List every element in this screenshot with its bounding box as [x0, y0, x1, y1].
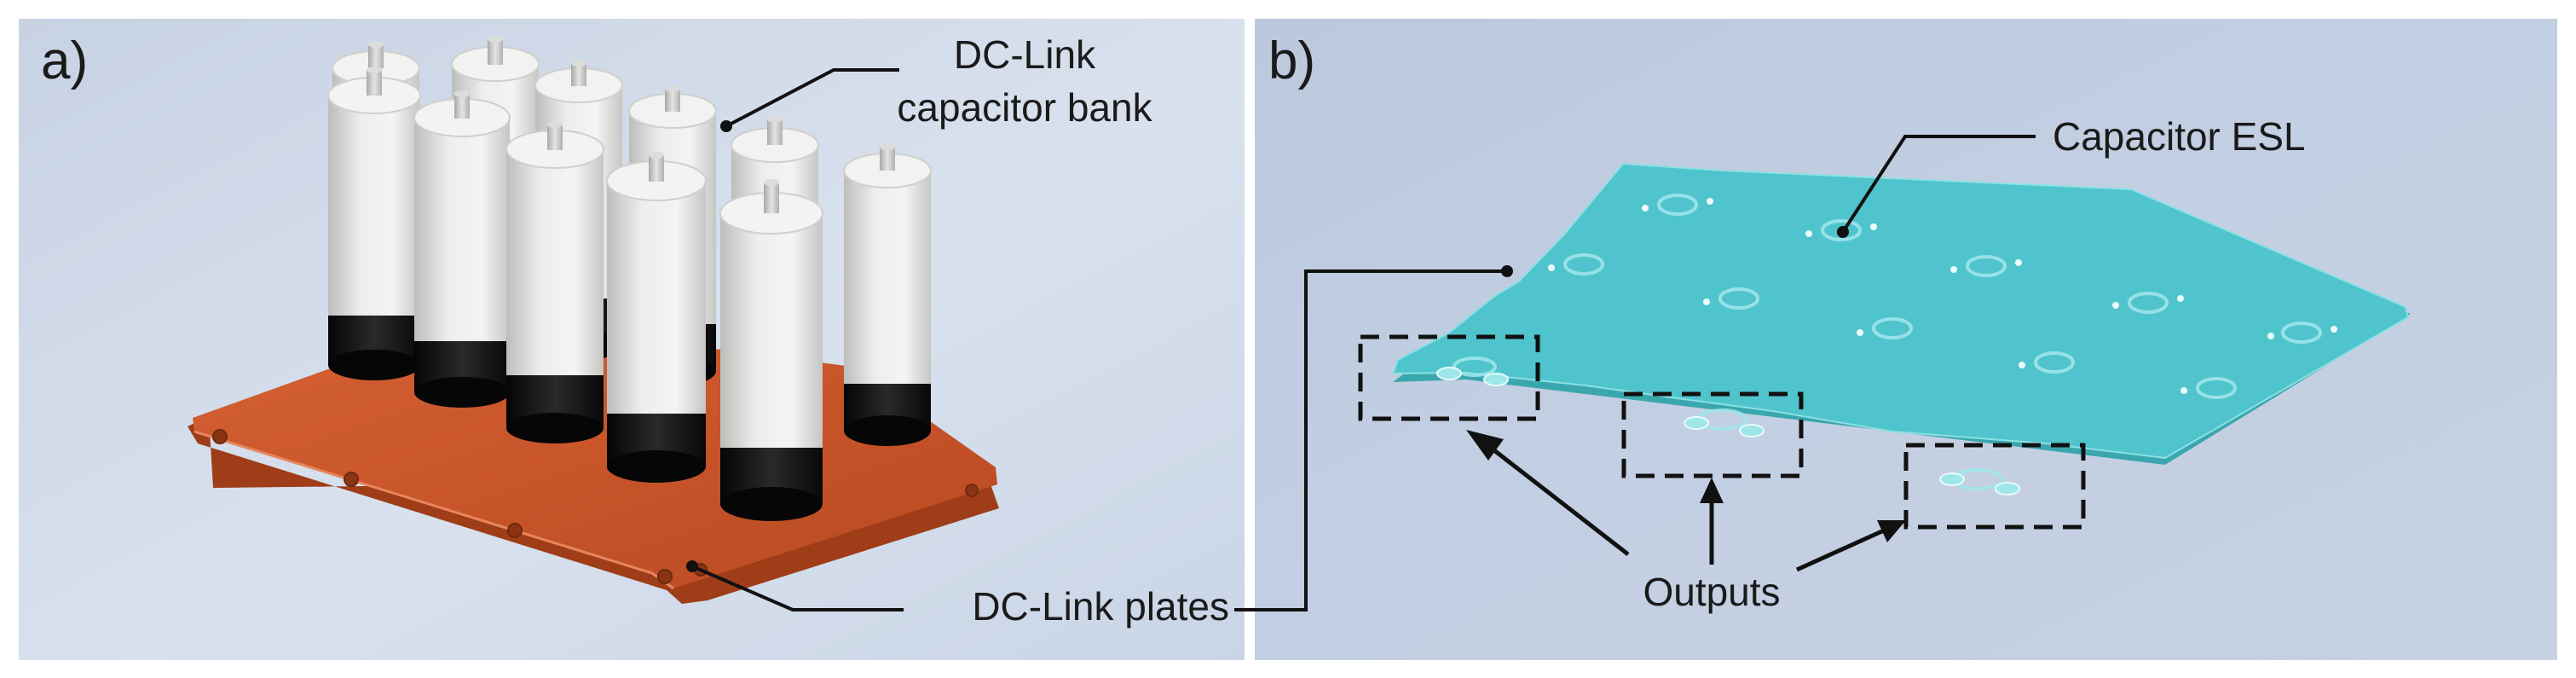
leader-dot [1837, 226, 1849, 238]
leader-capacitor-esl [1841, 135, 2036, 234]
capacitor [843, 143, 932, 446]
panel-a-tag: a) [41, 32, 88, 90]
output-box [1621, 391, 1804, 478]
label-capacitor-bank-line2: capacitor bank [897, 85, 1152, 130]
label-capacitor-bank-line1: DC-Link [954, 32, 1096, 77]
label-dc-link-plates: DC-Link plates [972, 584, 1229, 629]
capacitor [719, 179, 823, 521]
capacitor [413, 90, 511, 408]
dc-link-capacitor-bank [327, 36, 932, 521]
leader-dot [720, 120, 732, 132]
leader-plates-b [1234, 269, 1507, 611]
panel-b-tag: b) [1268, 32, 1315, 90]
capacitor [505, 121, 604, 443]
outputs-arrows [1466, 430, 1906, 572]
label-outputs: Outputs [1643, 570, 1780, 614]
output-box [1358, 334, 1540, 421]
leader-dot [686, 560, 698, 572]
label-capacitor-esl: Capacitor ESL [2053, 114, 2306, 159]
capacitor [327, 67, 421, 380]
leader-capacitor-bank [725, 68, 899, 128]
outputs-highlight-boxes [1358, 334, 2086, 530]
leader-dot [1501, 265, 1513, 277]
capacitor [606, 152, 707, 483]
output-box [1903, 443, 2086, 530]
pcb-board [1391, 162, 2411, 495]
leader-plates [691, 565, 904, 611]
